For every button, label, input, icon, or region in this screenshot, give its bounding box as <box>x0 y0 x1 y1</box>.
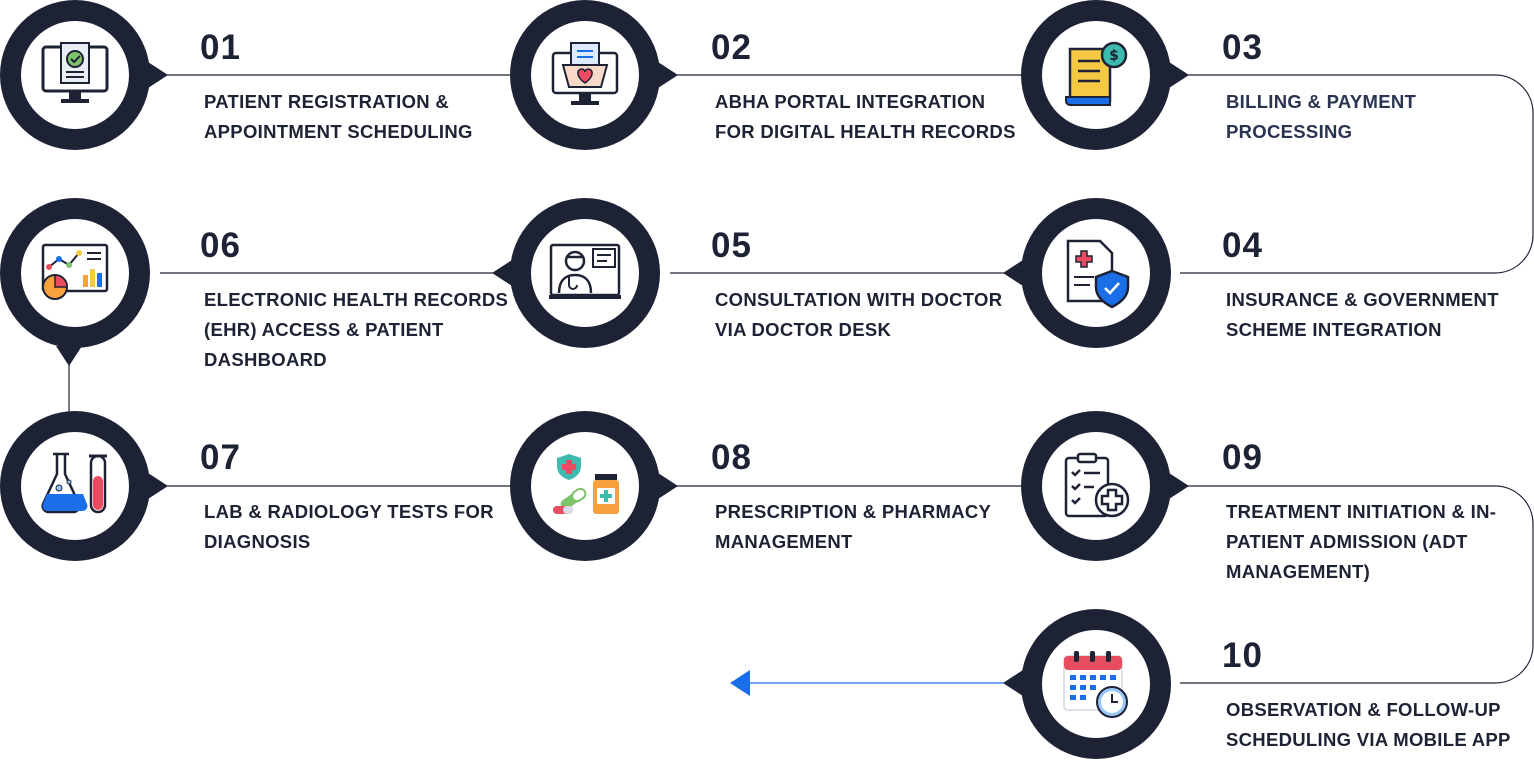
step-05-circle <box>510 198 660 348</box>
step-09-circle <box>1021 411 1171 561</box>
calendar-clock-icon <box>1063 651 1128 718</box>
end-arrow-head <box>730 670 750 696</box>
step-06-label: ELECTRONIC HEALTH RECORDS (EHR) ACCESS &… <box>204 289 509 370</box>
step-09-number: 09 <box>1222 438 1263 477</box>
step-02-circle <box>510 0 660 150</box>
registration-monitor-icon <box>41 42 109 103</box>
step-03-label: BILLING & PAYMENT PROCESSING <box>1226 91 1417 142</box>
dashboard-chart-icon <box>41 243 109 300</box>
doctor-desk-icon <box>549 243 621 299</box>
step-04-label: INSURANCE & GOVERNMENT SCHEME INTEGRATIO… <box>1226 289 1499 340</box>
step-03-pointer <box>1169 62 1189 88</box>
step-05-label: CONSULTATION WITH DOCTOR VIA DOCTOR DESK <box>715 289 1003 340</box>
step-01-circle <box>0 0 150 150</box>
step-05-pointer <box>492 260 512 286</box>
step-05-number: 05 <box>711 226 752 265</box>
step-07-circle <box>0 411 150 561</box>
step-10-number: 10 <box>1222 636 1263 675</box>
svg-text:$: $ <box>1109 48 1119 64</box>
step-01-number: 01 <box>200 28 241 67</box>
step-03-number: 03 <box>1222 28 1263 67</box>
billing-receipt-icon: $ <box>1065 41 1128 106</box>
step-02-label: ABHA PORTAL INTEGRATION FOR DIGITAL HEAL… <box>715 91 1016 142</box>
step-10-label: OBSERVATION & FOLLOW-UP SCHEDULING VIA M… <box>1226 699 1511 750</box>
step-01-label: PATIENT REGISTRATION & APPOINTMENT SCHED… <box>204 91 473 142</box>
step-07-number: 07 <box>200 438 241 477</box>
step-08-circle <box>510 411 660 561</box>
connector-03-04 <box>1180 74 1534 274</box>
health-records-monitor-icon <box>551 42 619 105</box>
step-08-number: 08 <box>711 438 752 477</box>
pharmacy-pills-icon <box>553 454 619 514</box>
step-10-circle <box>1021 609 1171 759</box>
clipboard-checklist-icon <box>1064 452 1130 518</box>
step-09-pointer <box>1169 473 1189 499</box>
step-06-circle <box>0 198 150 348</box>
step-06-pointer <box>56 346 82 366</box>
connector-09-10 <box>1180 485 1534 684</box>
insurance-shield-icon <box>1066 239 1130 309</box>
step-03-circle: $ <box>1021 0 1171 150</box>
step-07-label: LAB & RADIOLOGY TESTS FOR DIAGNOSIS <box>204 501 494 552</box>
step-01-pointer <box>148 62 168 88</box>
step-04-circle <box>1021 198 1171 348</box>
step-04-pointer <box>1003 260 1023 286</box>
step-04-number: 04 <box>1222 226 1263 265</box>
step-07-pointer <box>148 473 168 499</box>
lab-flask-icon <box>41 452 107 514</box>
step-02-number: 02 <box>711 28 752 67</box>
step-09-label: TREATMENT INITIATION & IN-PATIENT ADMISS… <box>1226 501 1497 582</box>
step-08-label: PRESCRIPTION & PHARMACY MANAGEMENT <box>715 501 991 552</box>
step-06-number: 06 <box>200 226 241 265</box>
step-10-pointer <box>1003 670 1023 696</box>
step-02-pointer <box>658 62 678 88</box>
step-08-pointer <box>658 473 678 499</box>
